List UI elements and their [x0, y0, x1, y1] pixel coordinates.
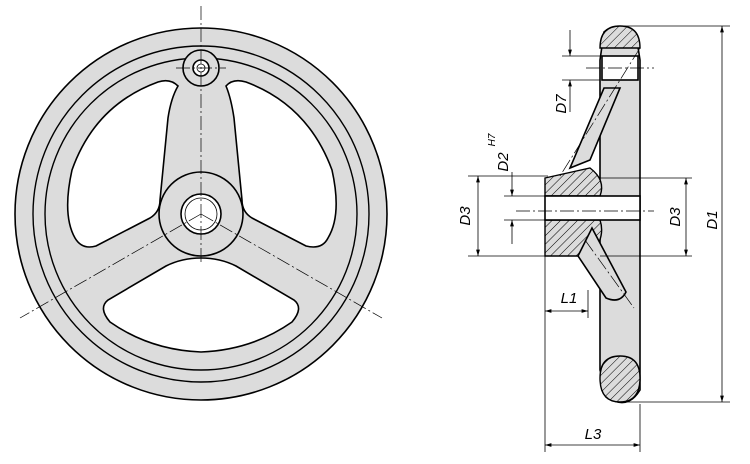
front-centerline-spoke-left — [19, 213, 202, 319]
side-centerline-spoke — [559, 47, 641, 177]
d2-label: D2 — [495, 152, 512, 172]
front-centerline-spoke-right — [200, 213, 383, 319]
d3-left-label: D3 — [457, 206, 474, 226]
d3-right-label: D3 — [667, 207, 684, 227]
d2-tolerance: H7 — [487, 133, 498, 146]
hub-section — [544, 167, 603, 197]
window-left — [66, 79, 180, 248]
side-view — [516, 25, 654, 404]
d7-label: D7 — [553, 94, 570, 114]
d1-label: D1 — [704, 210, 721, 229]
rim-section-bottom — [599, 355, 641, 403]
window-right — [225, 79, 337, 248]
l3-label: L3 — [585, 426, 602, 443]
dimensions: D1 D3 D3 D2 H7 D7 L1 L3 — [457, 25, 730, 452]
rim-section-top — [599, 25, 641, 49]
l1-label: L1 — [561, 290, 578, 307]
hub-bore-side — [544, 195, 641, 221]
side-centerline-spoke-lower — [584, 239, 635, 309]
front-view — [14, 6, 388, 401]
